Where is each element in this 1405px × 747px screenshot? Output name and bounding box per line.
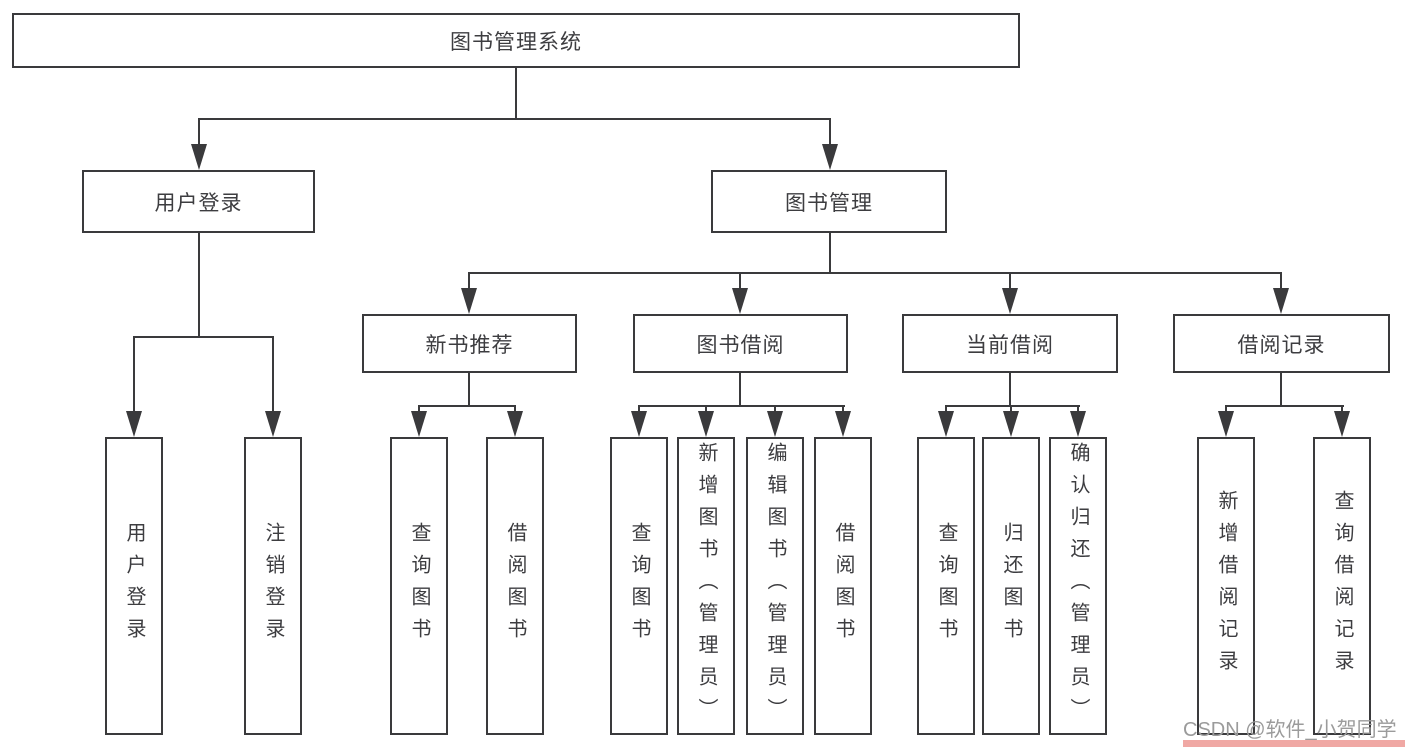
- connector-root-bus: [198, 118, 831, 120]
- connector-borrowing-stem: [739, 373, 741, 407]
- leaf-nb-query-books: 查询图书: [390, 437, 448, 735]
- leaf-rec-add-record: 新增借阅记录: [1197, 437, 1255, 735]
- connector-drop-nb-borrow: [514, 405, 516, 413]
- arrow-to-records: [1273, 288, 1289, 314]
- leaf-bb-query-books: 查询图书: [610, 437, 668, 735]
- leaf-logout-label: 注销登录: [262, 522, 284, 650]
- leaf-cb-query-books: 查询图书: [917, 437, 975, 735]
- arrow-to-bb-borrow: [835, 411, 851, 437]
- leaf-nb-borrow-books-label: 借阅图书: [504, 522, 526, 650]
- connector-drop-user-login: [198, 118, 200, 146]
- connector-records-stem: [1280, 373, 1282, 407]
- arrow-to-leaf-login: [126, 411, 142, 437]
- node-user-login: 用户登录: [82, 170, 315, 233]
- arrow-to-book-mgmt: [822, 144, 838, 170]
- arrow-to-nb-query: [411, 411, 427, 437]
- connector-drop-rec-add: [1225, 405, 1227, 413]
- leaf-rec-query-record-label: 查询借阅记录: [1331, 490, 1353, 682]
- connector-drop-leaf-logout: [272, 336, 274, 413]
- connector-book-mgmt-bus: [468, 272, 1282, 274]
- connector-borrowing-bus: [638, 405, 845, 407]
- node-current-borrowing-label: 当前借阅: [966, 333, 1054, 357]
- connector-current-stem: [1009, 373, 1011, 407]
- leaf-cb-return-books-label: 归还图书: [1000, 522, 1022, 650]
- arrow-to-borrowing: [732, 288, 748, 314]
- node-book-borrowing-label: 图书借阅: [696, 333, 785, 357]
- leaf-rec-query-record: 查询借阅记录: [1313, 437, 1371, 735]
- connector-drop-new-books: [468, 272, 470, 290]
- leaf-bb-edit-books-admin: 编辑图书（管理员）: [746, 437, 804, 735]
- arrow-to-current: [1002, 288, 1018, 314]
- node-new-book-recommend-label: 新书推荐: [425, 333, 514, 357]
- arrow-to-nb-borrow: [507, 411, 523, 437]
- connector-current-bus: [945, 405, 1080, 407]
- arrow-to-bb-edit: [767, 411, 783, 437]
- node-current-borrowing: 当前借阅: [902, 314, 1118, 373]
- arrow-to-user-login: [191, 144, 207, 170]
- node-book-mgmt-label: 图书管理: [785, 191, 873, 215]
- node-book-mgmt: 图书管理: [711, 170, 947, 233]
- node-borrowing-records-label: 借阅记录: [1237, 333, 1326, 357]
- arrow-to-rec-add: [1218, 411, 1234, 437]
- connector-new-books-bus: [418, 405, 516, 407]
- leaf-nb-borrow-books: 借阅图书: [486, 437, 544, 735]
- arrow-to-cb-confirm: [1070, 411, 1086, 437]
- leaf-user-login-label: 用户登录: [123, 522, 145, 650]
- arrow-to-new-books: [461, 288, 477, 314]
- arrow-to-leaf-logout: [265, 411, 281, 437]
- connector-drop-book-mgmt: [829, 118, 831, 146]
- connector-drop-leaf-login: [133, 336, 135, 413]
- node-book-borrowing: 图书借阅: [633, 314, 848, 373]
- connector-drop-bb-query: [638, 405, 640, 413]
- connector-drop-rec-query: [1341, 405, 1343, 413]
- leaf-cb-confirm-return-admin: 确认归还（管理员）: [1049, 437, 1107, 735]
- leaf-cb-confirm-return-admin-label: 确认归还（管理员）: [1067, 442, 1089, 730]
- leaf-bb-add-books-admin-label: 新增图书（管理员）: [695, 442, 717, 730]
- connector-drop-records: [1280, 272, 1282, 290]
- leaf-rec-add-record-label: 新增借阅记录: [1215, 490, 1237, 682]
- arrow-to-cb-query: [938, 411, 954, 437]
- csdn-watermark: CSDN @软件_小贺同学: [1183, 719, 1397, 741]
- connector-drop-current: [1009, 272, 1011, 290]
- connector-records-bus: [1225, 405, 1344, 407]
- connector-root-stem: [515, 68, 517, 120]
- connector-user-login-bus: [133, 336, 274, 338]
- node-new-book-recommend: 新书推荐: [362, 314, 577, 373]
- arrow-to-cb-return: [1003, 411, 1019, 437]
- leaf-bb-add-books-admin: 新增图书（管理员）: [677, 437, 735, 735]
- leaf-cb-return-books: 归还图书: [982, 437, 1040, 735]
- connector-drop-cb-confirm: [1077, 405, 1079, 413]
- arrow-to-rec-query: [1334, 411, 1350, 437]
- leaf-logout: 注销登录: [244, 437, 302, 735]
- leaf-bb-borrow-books-label: 借阅图书: [832, 522, 854, 650]
- connector-drop-bb-add: [705, 405, 707, 413]
- leaf-bb-borrow-books: 借阅图书: [814, 437, 872, 735]
- arrow-to-bb-query: [631, 411, 647, 437]
- node-borrowing-records: 借阅记录: [1173, 314, 1390, 373]
- connector-drop-borrowing: [739, 272, 741, 290]
- leaf-bb-edit-books-admin-label: 编辑图书（管理员）: [764, 442, 786, 730]
- node-library-system: 图书管理系统: [12, 13, 1020, 68]
- connector-drop-bb-borrow: [842, 405, 844, 413]
- connector-drop-cb-return: [1010, 405, 1012, 413]
- leaf-nb-query-books-label: 查询图书: [408, 522, 430, 650]
- node-user-login-label: 用户登录: [154, 191, 243, 215]
- csdn-watermark-bar: [1183, 740, 1405, 747]
- connector-user-login-stem: [198, 233, 200, 338]
- connector-drop-nb-query: [418, 405, 420, 413]
- connector-drop-bb-edit: [774, 405, 776, 413]
- connector-drop-cb-query: [945, 405, 947, 413]
- leaf-user-login: 用户登录: [105, 437, 163, 735]
- leaf-cb-query-books-label: 查询图书: [935, 522, 957, 650]
- leaf-bb-query-books-label: 查询图书: [628, 522, 650, 650]
- connector-book-mgmt-stem: [829, 233, 831, 274]
- connector-new-books-stem: [468, 373, 470, 407]
- arrow-to-bb-add: [698, 411, 714, 437]
- node-library-system-label: 图书管理系统: [450, 30, 582, 54]
